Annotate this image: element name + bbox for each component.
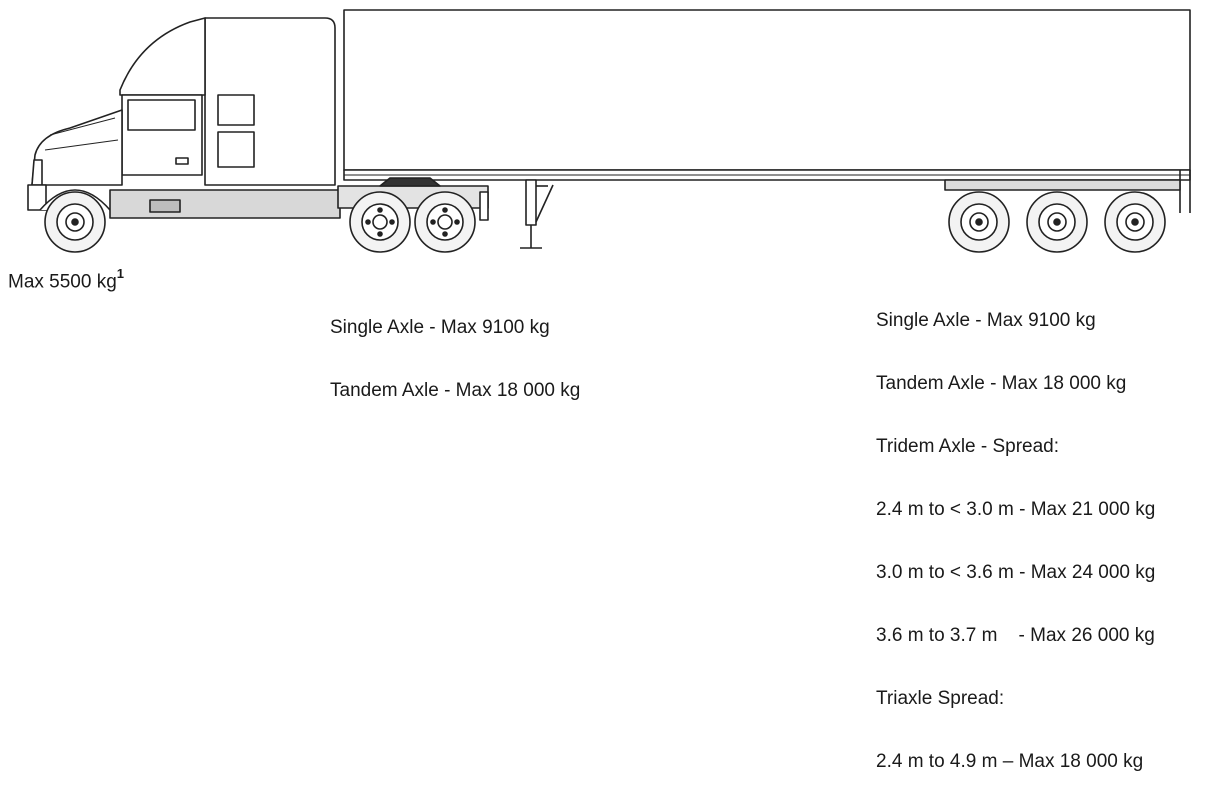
- trailer-axle-line: 2.4 m to < 3.0 m - Max 21 000 kg: [876, 499, 1156, 520]
- cab-roof: [119, 17, 206, 96]
- trailer-axle-line: 2.4 m to 4.9 m – Max 18 000 kg: [876, 751, 1144, 772]
- trailer-axle-line: 3.0 m to < 3.6 m - Max 24 000 kg: [876, 562, 1156, 583]
- trailer-axle-line: Triaxle Spread:: [876, 688, 1005, 709]
- tractor: [27, 17, 489, 221]
- trailer-axle-limits: Single Axle - Max 9100 kg Tandem Axle - …: [876, 268, 1155, 793]
- trailer-box: [343, 9, 1191, 171]
- trailer-axle-line: Tridem Axle - Spread:: [876, 436, 1060, 457]
- hood: [31, 109, 123, 186]
- fifth-wheel: [379, 177, 441, 187]
- front-bumper: [27, 184, 47, 211]
- steer-axle-limit-text: Max 5500 kg: [8, 271, 117, 293]
- drive-wheel-1: [349, 191, 411, 253]
- drive-axle-limits: Single Axle - Max 9100 kg Tandem Axle - …: [330, 275, 580, 422]
- footnote-marker: 1: [116, 266, 125, 281]
- trailer-axle-line: Tandem Axle - Max 18 000 kg: [876, 373, 1127, 394]
- trailer-wheel-3: [1104, 191, 1166, 253]
- trailer-axle-line: 3.6 m to 3.7 m - Max 26 000 kg: [876, 625, 1155, 646]
- steer-wheel: [44, 191, 106, 253]
- trailer: [343, 9, 1191, 249]
- drive-axle-line: Single Axle - Max 9100 kg: [330, 317, 550, 338]
- drive-axle-line: Tandem Axle - Max 18 000 kg: [330, 380, 581, 401]
- fuel-tank: [109, 189, 341, 219]
- trailer-wheel-2: [1026, 191, 1088, 253]
- landing-gear: [520, 179, 554, 249]
- trailer-bogie-frame: [944, 179, 1181, 191]
- tractor-trailer-illustration: [27, 9, 1191, 253]
- drive-wheel-2: [414, 191, 476, 253]
- trailer-wheel-1: [948, 191, 1010, 253]
- trailer-axle-line: Single Axle - Max 9100 kg: [876, 310, 1096, 331]
- steer-axle-limit-label: Max 5500 kg1: [8, 265, 124, 292]
